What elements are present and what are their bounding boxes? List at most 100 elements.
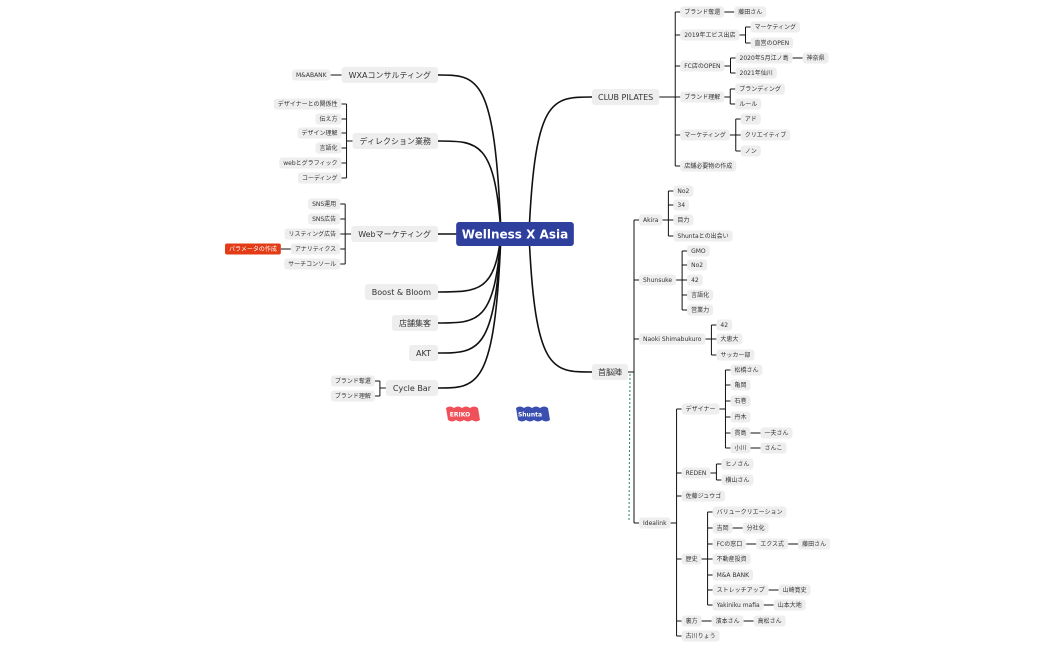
- subtopic-item[interactable]: さんこ: [760, 442, 787, 454]
- tag-shunta[interactable]: Shunta: [516, 406, 550, 422]
- subtopic-item-label: デザイン理解: [302, 129, 338, 137]
- subtopic-no2[interactable]: No2: [687, 259, 708, 271]
- subtopic-sns[interactable]: SNS広告: [308, 213, 341, 225]
- central-topic[interactable]: Wellness X Asia: [456, 222, 574, 246]
- subtopic-item[interactable]: 言語化: [315, 142, 342, 154]
- subtopic-yakiniku-mafia[interactable]: Yakiniku mafia: [712, 599, 764, 611]
- subtopic-item-label: 松橋さん: [734, 366, 758, 374]
- topic-boost[interactable]: Boost & Bloom: [364, 284, 438, 300]
- subtopic-2020-5[interactable]: 2020年5月江ノ島: [735, 52, 793, 64]
- subtopic-item[interactable]: 亀岡: [730, 379, 751, 391]
- subtopic-item[interactable]: アナリティクス: [290, 243, 341, 255]
- subtopic-item[interactable]: ルール: [735, 98, 762, 110]
- subtopic-shunsuke[interactable]: Shunsuke: [639, 274, 677, 286]
- subtopic-item[interactable]: 営業力: [687, 304, 714, 316]
- subtopic-item[interactable]: マーケティング: [680, 129, 730, 141]
- subtopic-naoki-shimabukuro[interactable]: Naoki Shimabukuro: [639, 333, 706, 345]
- subtopic-item-label: 横山さん: [725, 476, 749, 484]
- subtopic-item[interactable]: コーディング: [297, 172, 342, 184]
- subtopic-item[interactable]: 不動産投資: [712, 553, 751, 565]
- subtopic-no2[interactable]: No2: [673, 185, 694, 197]
- subtopic-item[interactable]: 大恵大: [716, 333, 743, 345]
- topic-store[interactable]: 店舗集客: [392, 315, 438, 331]
- subtopic-item[interactable]: デザイン理解: [297, 127, 342, 139]
- subtopic-item[interactable]: デザイナーとの関係性: [273, 98, 342, 110]
- subtopic-item[interactable]: 店舗必要物の作成: [680, 160, 737, 172]
- subtopic-item[interactable]: ストレッチアップ: [712, 584, 769, 596]
- subtopic-item[interactable]: リスティング広告: [284, 228, 341, 240]
- tag-shape: [446, 406, 480, 422]
- parameter-creation-node[interactable]: パラメータの作成: [225, 243, 281, 255]
- subtopic-item[interactable]: ブランディング: [735, 83, 785, 95]
- subtopic-42[interactable]: 42: [716, 319, 733, 331]
- subtopic-item[interactable]: 丹木: [730, 411, 751, 423]
- subtopic-item[interactable]: 藤田さん: [734, 6, 767, 18]
- subtopic-2019[interactable]: 2019年エビス出店: [680, 29, 740, 41]
- subtopic-yakiniku-mafia-label: Yakiniku mafia: [716, 602, 760, 609]
- subtopic-fc[interactable]: FCの窓口: [712, 538, 747, 550]
- topic-club[interactable]: CLUB PILATES: [592, 89, 660, 105]
- subtopic-item[interactable]: サーチコンソール: [284, 258, 341, 270]
- subtopic-34-label: 34: [677, 202, 685, 209]
- subtopic-item-label: エクス式: [760, 540, 784, 548]
- subtopic-item-label: 裏方: [686, 617, 698, 625]
- topic-cyclebar[interactable]: Cycle Bar: [385, 380, 438, 396]
- subtopic-item[interactable]: 貫島: [730, 427, 751, 439]
- subtopic-item[interactable]: ノン: [740, 145, 761, 157]
- subtopic-item[interactable]: 伝え方: [315, 113, 342, 125]
- subtopic-item[interactable]: 古川りょう: [681, 630, 720, 642]
- topic-wxa[interactable]: WXAコンサルティング: [341, 67, 438, 83]
- subtopic-item[interactable]: ブランド奪還: [680, 6, 725, 18]
- subtopic-fc-open[interactable]: FC店のOPEN: [680, 60, 725, 72]
- subtopic-m-a-bank[interactable]: M&A BANK: [712, 569, 754, 581]
- subtopic-item[interactable]: 小川: [730, 442, 751, 454]
- topic-direction[interactable]: ディレクション業務: [352, 133, 438, 149]
- subtopic-reden[interactable]: REDEN: [681, 467, 711, 479]
- subtopic-42[interactable]: 42: [687, 274, 703, 286]
- subtopic-web[interactable]: webとグラフィック: [279, 157, 342, 169]
- subtopic-item[interactable]: 石巻: [730, 395, 751, 407]
- subtopic-item[interactable]: 神奈県: [802, 52, 829, 64]
- subtopic-sns[interactable]: SNS運用: [308, 198, 341, 210]
- subtopic-item[interactable]: 吉岡: [712, 522, 733, 534]
- subtopic-item[interactable]: 裏方: [681, 615, 702, 627]
- topic-shubo[interactable]: 首脳陣: [592, 364, 628, 380]
- subtopic-idealink[interactable]: Idealink: [639, 517, 671, 529]
- subtopic-item[interactable]: 言語化: [687, 289, 714, 301]
- topic-akt[interactable]: AKT: [409, 345, 438, 361]
- subtopic-item[interactable]: 横山さん: [721, 474, 754, 486]
- subtopic-item[interactable]: 高松さん: [753, 615, 786, 627]
- subtopic-item[interactable]: 山本大地: [773, 599, 806, 611]
- subtopic-item[interactable]: ヒノさん: [721, 458, 754, 470]
- subtopic-m-abank[interactable]: M&ABANK: [292, 69, 331, 81]
- subtopic-item[interactable]: エクス式: [756, 538, 789, 550]
- subtopic-item[interactable]: アド: [740, 113, 761, 125]
- subtopic-gmo[interactable]: GMO: [687, 245, 710, 257]
- subtopic-akira-label: Akira: [643, 217, 659, 224]
- subtopic-item[interactable]: 山崎寛史: [778, 584, 811, 596]
- subtopic-2021[interactable]: 2021年仙川: [735, 67, 777, 79]
- subtopic-item[interactable]: 佐藤ジュウゴ: [681, 490, 726, 502]
- topic-webmkt[interactable]: Webマーケティング: [351, 226, 438, 242]
- subtopic-open[interactable]: 直営のOPEN: [750, 37, 794, 49]
- subtopic-item[interactable]: 濱本さん: [711, 615, 744, 627]
- subtopic-item[interactable]: サッカー部: [716, 349, 755, 361]
- subtopic-item[interactable]: クリエイティブ: [740, 129, 791, 141]
- subtopic-item[interactable]: ブランド理解: [330, 390, 375, 402]
- tag-eriko[interactable]: ERIKO: [446, 406, 480, 422]
- subtopic-item-label: ブランド理解: [335, 392, 371, 400]
- subtopic-item[interactable]: 一夫さん: [760, 427, 793, 439]
- subtopic-item[interactable]: マーケティング: [750, 21, 801, 33]
- subtopic-item[interactable]: 分社化: [742, 522, 769, 534]
- subtopic-item[interactable]: 藤田さん: [798, 538, 831, 550]
- subtopic-item[interactable]: ブランド理解: [680, 91, 725, 103]
- subtopic-item[interactable]: ブランド奪還: [330, 375, 375, 387]
- subtopic-item[interactable]: デザイナー: [681, 403, 720, 415]
- subtopic-item[interactable]: 歴史: [681, 553, 702, 565]
- subtopic-shunta[interactable]: Shuntaとの出会い: [673, 230, 733, 242]
- subtopic-item[interactable]: バリュークリエーション: [712, 506, 787, 518]
- subtopic-akira[interactable]: Akira: [639, 214, 663, 226]
- subtopic-item[interactable]: 松橋さん: [730, 364, 763, 376]
- subtopic-item[interactable]: 目力: [673, 214, 694, 226]
- subtopic-34[interactable]: 34: [673, 199, 690, 211]
